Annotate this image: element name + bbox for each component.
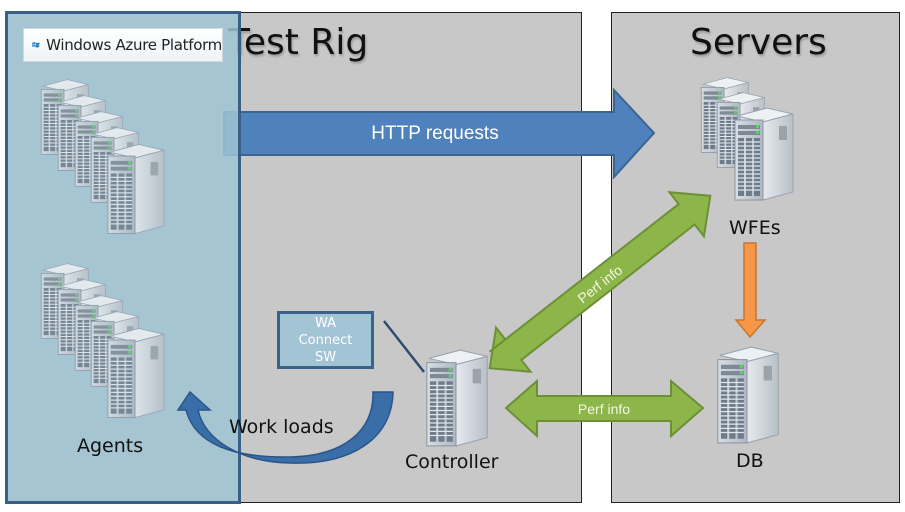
wa-connect-line-2: Connect [298, 333, 353, 348]
wfe-to-db-arrow [734, 242, 767, 339]
windows-azure-logo: Windows Azure Platform [23, 28, 223, 62]
work-loads-label: Work loads [229, 416, 334, 438]
db-server-icon [717, 346, 779, 444]
controller-label: Controller [405, 451, 499, 473]
work-loads-arrow [176, 390, 394, 464]
perf-info-horizontal-label: Perf info [578, 401, 630, 417]
wfe-server-stack [700, 77, 794, 201]
wa-connect-line-1: WA [314, 316, 337, 331]
agents-server-stack-top [40, 79, 165, 235]
servers-title: Servers [690, 22, 827, 63]
agents-server-stack-bottom [40, 263, 165, 419]
perf-info-diagonal-label: Perf info [574, 262, 625, 307]
db-label: DB [736, 450, 764, 472]
agents-label: Agents [77, 435, 144, 457]
wa-connector-line [383, 320, 425, 373]
perf-info-horizontal-arrow [504, 378, 705, 439]
wa-connect-line-3: SW [314, 350, 337, 365]
wfes-label: WFEs [729, 217, 781, 239]
http-requests-label: HTTP requests [371, 123, 498, 144]
logo-text: Windows Azure Platform [46, 36, 222, 54]
wa-connect-sw-box: WA Connect SW [277, 311, 374, 369]
perf-info-diagonal-arrow [488, 191, 712, 373]
http-requests-arrow [223, 87, 656, 180]
test-rig-title: Test Rig [228, 22, 369, 63]
controller-server-icon [426, 349, 488, 447]
windows-flag-icon [32, 42, 40, 48]
